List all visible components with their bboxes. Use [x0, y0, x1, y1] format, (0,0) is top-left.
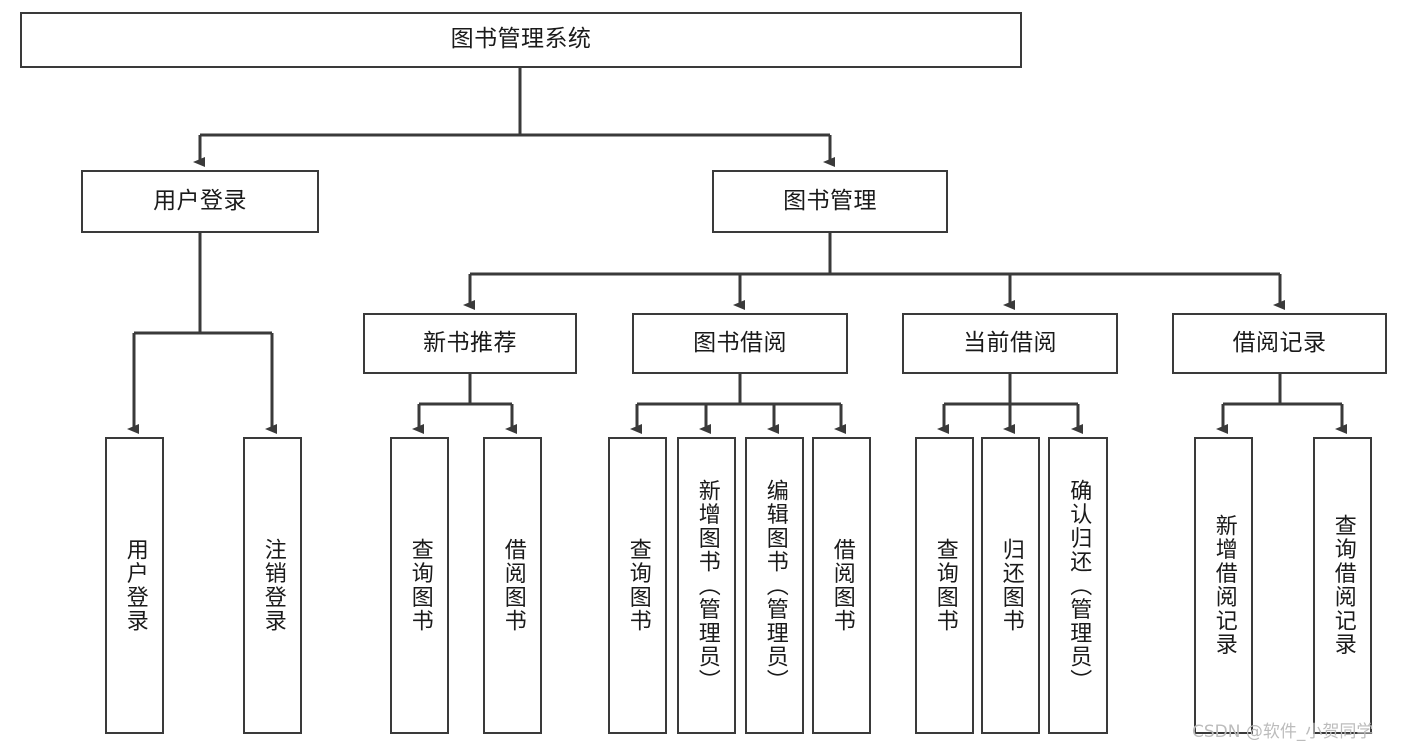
leaf-current-confirm-return[interactable]: 确认归还（管理员）: [1048, 437, 1108, 734]
leaf-record-add-record-label: 新增借阅记录: [1211, 514, 1237, 657]
leaf-borrow-add-book[interactable]: 新增图书（管理员）: [677, 437, 736, 734]
node-user-login-label: 用户登录: [153, 187, 247, 214]
node-new-book-recommend-label: 新书推荐: [423, 329, 517, 356]
leaf-record-query-record[interactable]: 查询借阅记录: [1313, 437, 1372, 734]
node-book-borrow[interactable]: 图书借阅: [632, 313, 848, 374]
leaf-borrow-borrow-book-label: 借阅图书: [829, 537, 855, 634]
node-root[interactable]: 图书管理系统: [20, 12, 1022, 68]
node-current-borrow-label: 当前借阅: [963, 329, 1057, 356]
csdn-watermark: CSDN @软件_小贺同学: [1192, 722, 1374, 742]
leaf-logout[interactable]: 注销登录: [243, 437, 302, 734]
node-book-management-label: 图书管理: [783, 187, 877, 214]
leaf-logout-label: 注销登录: [260, 537, 286, 634]
leaf-current-query-book[interactable]: 查询图书: [915, 437, 974, 734]
leaf-current-return-book[interactable]: 归还图书: [981, 437, 1040, 734]
leaf-user-login[interactable]: 用户登录: [105, 437, 164, 734]
node-book-borrow-label: 图书借阅: [693, 329, 787, 356]
leaf-borrow-query-book[interactable]: 查询图书: [608, 437, 667, 734]
node-current-borrow[interactable]: 当前借阅: [902, 313, 1118, 374]
node-root-label: 图书管理系统: [450, 26, 592, 53]
leaf-newbook-borrow-book[interactable]: 借阅图书: [483, 437, 542, 734]
leaf-record-add-record[interactable]: 新增借阅记录: [1194, 437, 1253, 734]
leaf-borrow-edit-book[interactable]: 编辑图书（管理员）: [745, 437, 804, 734]
leaf-newbook-query-book-label: 查询图书: [407, 537, 433, 634]
leaf-current-confirm-return-label: 确认归还（管理员）: [1066, 478, 1092, 693]
leaf-current-return-book-label: 归还图书: [998, 537, 1024, 634]
leaf-newbook-query-book[interactable]: 查询图书: [390, 437, 449, 734]
leaf-borrow-edit-book-label: 编辑图书（管理员）: [762, 478, 788, 693]
leaf-borrow-query-book-label: 查询图书: [625, 537, 651, 634]
leaf-newbook-borrow-book-label: 借阅图书: [500, 537, 526, 634]
leaf-borrow-borrow-book[interactable]: 借阅图书: [812, 437, 871, 734]
node-book-management[interactable]: 图书管理: [712, 170, 948, 233]
node-borrow-record-label: 借阅记录: [1232, 329, 1327, 356]
node-new-book-recommend[interactable]: 新书推荐: [363, 313, 577, 374]
node-borrow-record[interactable]: 借阅记录: [1172, 313, 1387, 374]
node-user-login[interactable]: 用户登录: [81, 170, 319, 233]
leaf-record-query-record-label: 查询借阅记录: [1330, 514, 1356, 657]
leaf-current-query-book-label: 查询图书: [932, 537, 958, 634]
leaf-borrow-add-book-label: 新增图书（管理员）: [694, 478, 720, 693]
leaf-user-login-label: 用户登录: [122, 537, 148, 634]
